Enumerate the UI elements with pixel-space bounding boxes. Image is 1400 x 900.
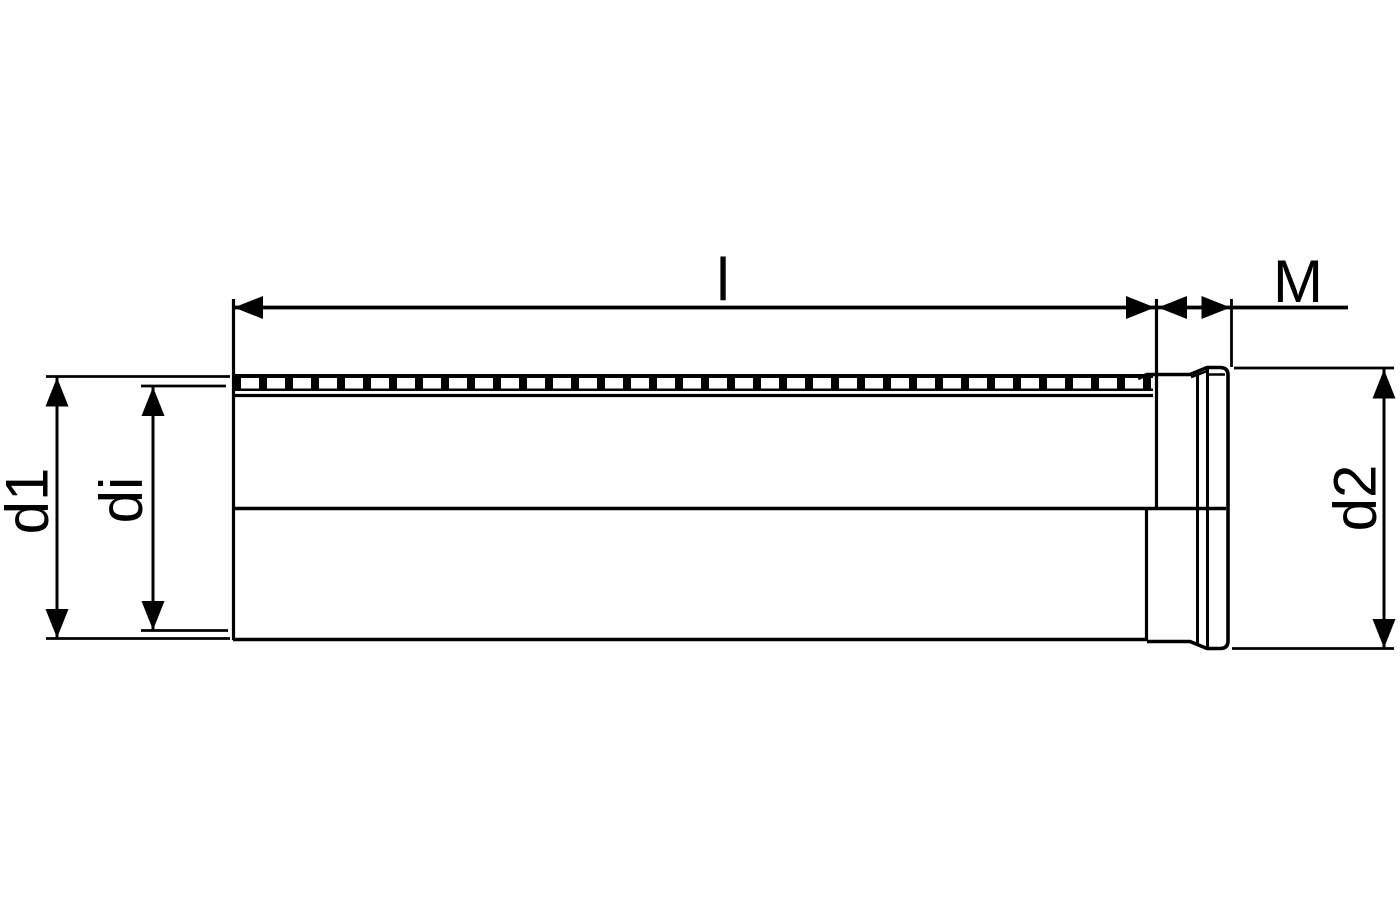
dim-d2-arrow-bottom bbox=[1372, 619, 1396, 648]
dim-label-d1: d1 bbox=[0, 468, 61, 535]
dim-d1-arrow-top bbox=[45, 377, 69, 407]
dimension-d1: d1 bbox=[0, 375, 230, 640]
dim-l-arrow-right bbox=[1126, 296, 1155, 319]
dimension-d2: d2 bbox=[1232, 366, 1396, 650]
socket-chamfer-inner-line bbox=[1190, 369, 1209, 379]
dim-d2-arrow-top bbox=[1372, 369, 1396, 399]
dim-m-arrow-right bbox=[1201, 296, 1231, 319]
pipe-body bbox=[231, 299, 1226, 642]
dimension-m: M bbox=[1158, 248, 1348, 367]
dim-d1-arrow-bottom bbox=[45, 609, 69, 638]
socket-outline bbox=[1137, 365, 1230, 651]
dimension-l: l bbox=[234, 246, 1155, 319]
socket bbox=[1137, 299, 1230, 651]
dim-label-d2: d2 bbox=[1322, 465, 1389, 532]
dim-l-arrow-left bbox=[234, 296, 263, 319]
dim-label-m: M bbox=[1273, 248, 1323, 315]
dim-m-arrow-left bbox=[1158, 296, 1187, 319]
dimension-di: di bbox=[88, 384, 228, 632]
dim-di-arrow-top bbox=[141, 387, 165, 416]
dim-di-arrow-bottom bbox=[141, 601, 165, 630]
dim-label-di: di bbox=[88, 477, 155, 524]
dim-label-l: l bbox=[716, 246, 729, 313]
checkered-strip bbox=[233, 374, 1153, 391]
